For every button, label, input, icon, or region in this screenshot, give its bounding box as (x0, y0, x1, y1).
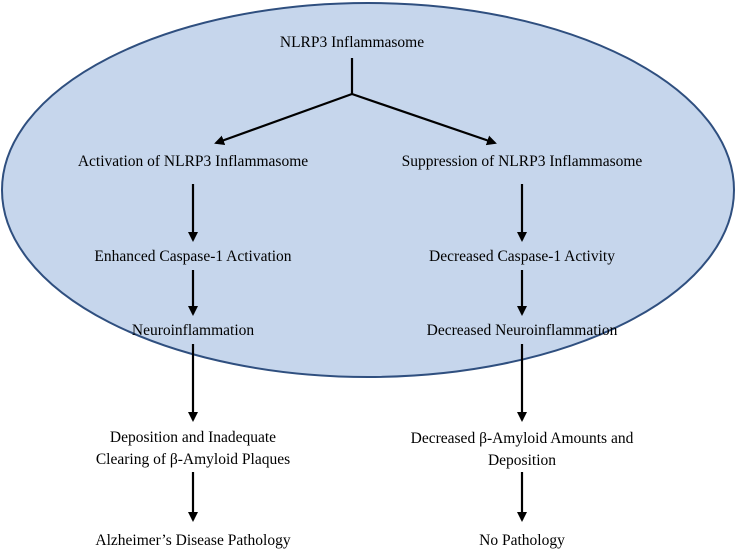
inflammasome-ellipse (1, 2, 735, 378)
right-node-amyloid-line-2: Deposition (487, 452, 557, 469)
branch-arrow-right (351, 92, 497, 146)
left-node-alzheimers: Alzheimer’s Disease Pathology (95, 532, 291, 549)
branch-arrow-left (214, 92, 353, 145)
left-node-deposition-line-2: Clearing of β-Amyloid Plaques (95, 451, 291, 468)
right-node-neuroinflammation: Decreased Neuroinflammation (426, 322, 618, 339)
left-node-deposition-line-1: Deposition and Inadequate (109, 429, 277, 446)
right-node-caspase: Decreased Caspase-1 Activity (429, 248, 615, 265)
right-node-no-pathology: No Pathology (479, 532, 565, 549)
left-node-caspase: Enhanced Caspase-1 Activation (94, 248, 292, 265)
right-node-amyloid-line-1: Decreased β-Amyloid Amounts and (410, 430, 634, 447)
root-node: NLRP3 Inflammasome (279, 34, 425, 51)
left-node-neuroinflammation: Neuroinflammation (131, 322, 255, 339)
right-node-amyloid: Decreased β-Amyloid Amounts and Depositi… (367, 428, 677, 472)
right-node-suppression: Suppression of NLRP3 Inflammasome (401, 153, 643, 170)
left-node-activation: Activation of NLRP3 Inflammasome (77, 153, 309, 170)
left-node-deposition: Deposition and Inadequate Clearing of β-… (43, 427, 343, 471)
